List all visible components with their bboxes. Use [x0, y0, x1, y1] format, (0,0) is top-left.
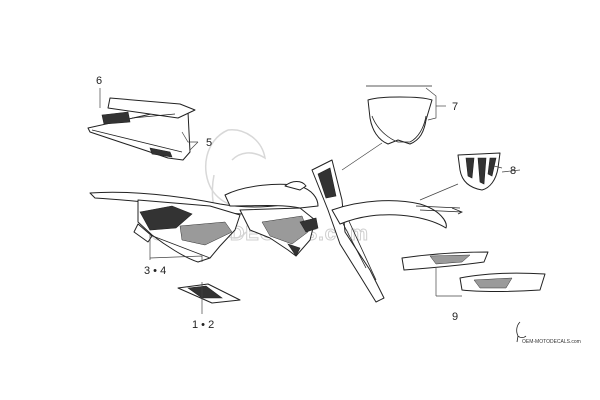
fender-decals-part: [401, 251, 546, 292]
callout-3-4: 3 • 4: [144, 265, 166, 277]
callout-7: 7: [452, 101, 458, 113]
number-plate-decal-part: [366, 85, 433, 145]
leader-lines: [99, 87, 521, 314]
callout-numbers: 6 5 7 8 3 • 4 1 • 2 9: [96, 75, 516, 331]
seat-cowl-part: [87, 97, 196, 161]
callout-9: 9: [452, 311, 458, 323]
brand-logo: OEM-MOTODECALS.com: [516, 321, 581, 345]
callout-1-2: 1 • 2: [192, 319, 214, 331]
side-decal-part: [177, 283, 241, 304]
logo-text: OEM-MOTODECALS.com: [522, 339, 581, 345]
front-emblem-part: [457, 152, 501, 191]
callout-5: 5: [206, 137, 212, 149]
callout-8: 8: [510, 165, 516, 177]
bike-body-assembly: [89, 181, 319, 263]
front-fender-part: [331, 200, 463, 229]
bird-logo-icon: [516, 321, 527, 343]
callout-6: 6: [96, 75, 102, 87]
